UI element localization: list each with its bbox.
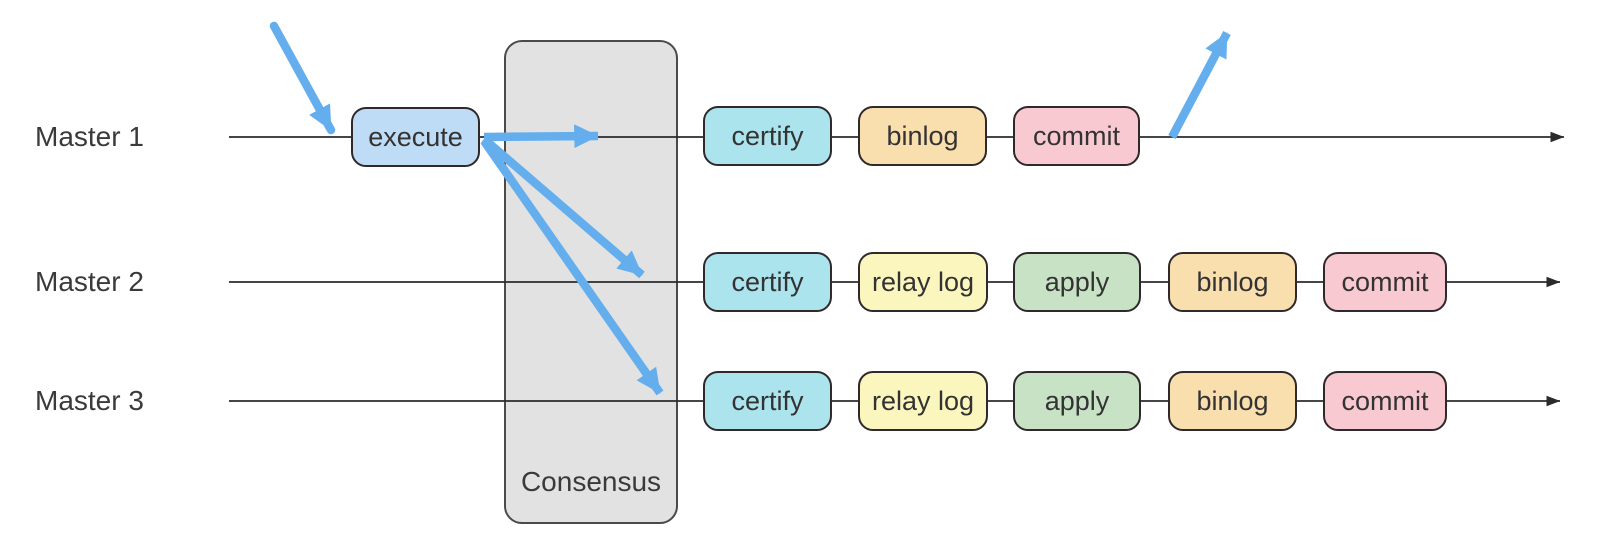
node-binlog-m3: binlog bbox=[1168, 371, 1297, 431]
node-apply-m3: apply bbox=[1013, 371, 1141, 431]
lane-label-master-1: Master 1 bbox=[35, 121, 144, 152]
consensus-region: Consensus bbox=[504, 40, 678, 524]
node-binlog-m1: binlog bbox=[858, 106, 987, 166]
node-commit-m1: commit bbox=[1013, 106, 1140, 166]
lane-label-master-2: Master 2 bbox=[35, 266, 144, 297]
node-execute-m1: execute bbox=[351, 107, 480, 167]
lane-label-master-3: Master 3 bbox=[35, 385, 144, 416]
outgoing-response-arrow bbox=[1168, 31, 1231, 139]
node-apply-m2: apply bbox=[1013, 252, 1141, 312]
node-relay-log-m2: relay log bbox=[858, 252, 988, 312]
node-commit-m2: commit bbox=[1323, 252, 1447, 312]
node-certify-m3: certify bbox=[703, 371, 832, 431]
node-certify-m2: certify bbox=[703, 252, 832, 312]
incoming-transaction-arrow bbox=[269, 21, 336, 135]
consensus-label: Consensus bbox=[520, 466, 662, 497]
node-relay-log-m3: relay log bbox=[858, 371, 988, 431]
node-binlog-m2: binlog bbox=[1168, 252, 1297, 312]
node-certify-m1: certify bbox=[703, 106, 832, 166]
node-commit-m3: commit bbox=[1323, 371, 1447, 431]
